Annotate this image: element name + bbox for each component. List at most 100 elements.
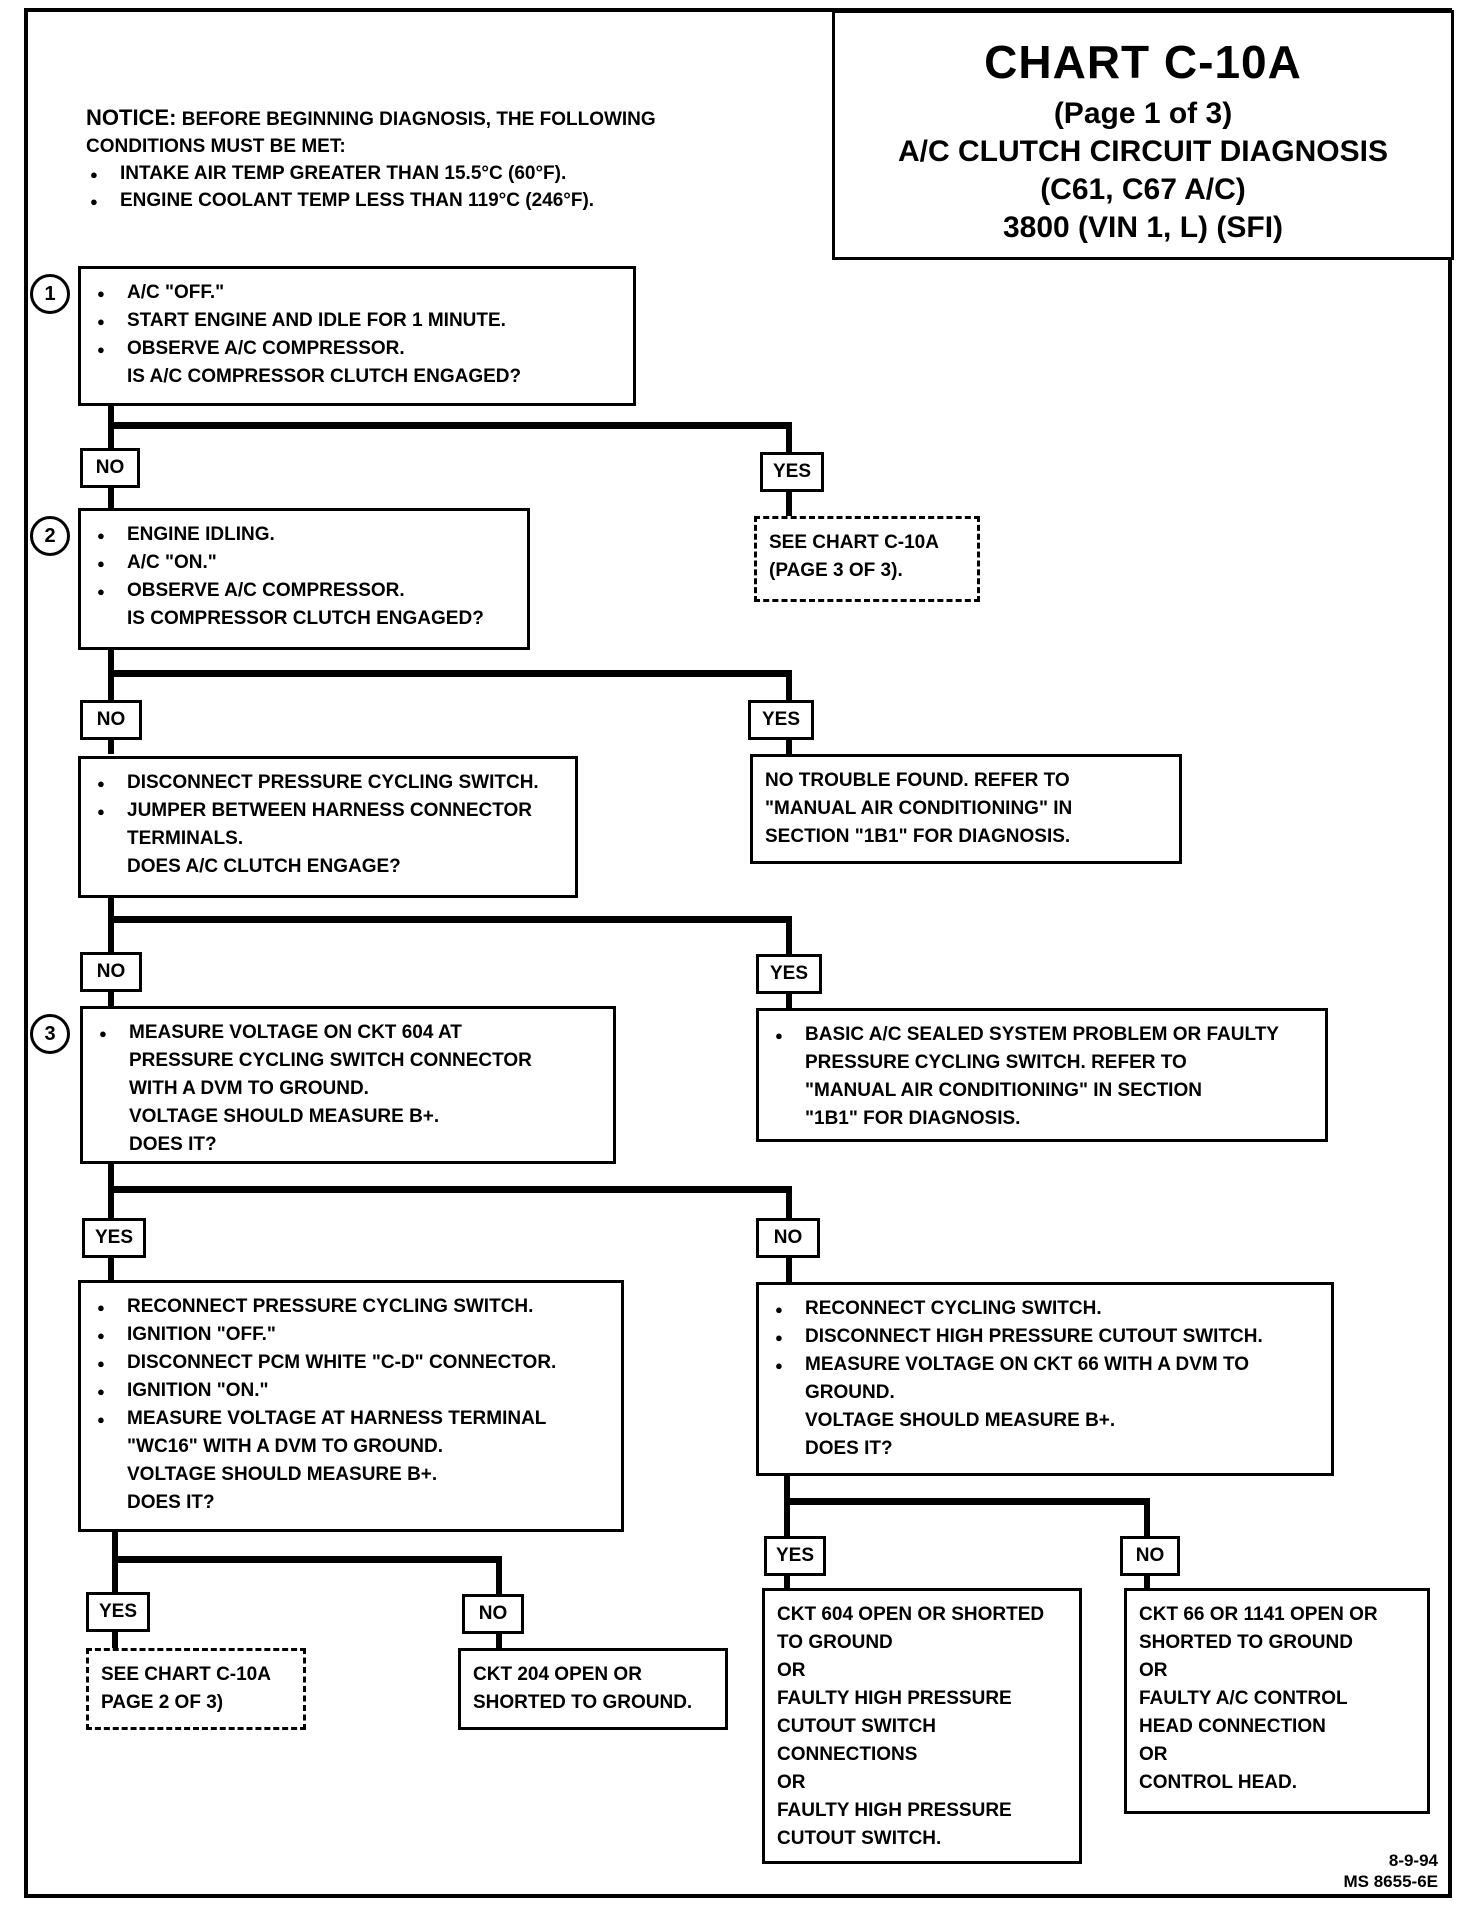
- page-frame: [24, 8, 1452, 1898]
- step-3-yes-bullet: MEASURE VOLTAGE AT HARNESS TERMINAL: [93, 1405, 611, 1434]
- step-3-yes-bullet: IGNITION "OFF.": [93, 1321, 611, 1350]
- end-line: OR: [1139, 1744, 1168, 1765]
- step-2-bullet: OBSERVE A/C COMPRESSOR.: [93, 577, 517, 606]
- step-3-line: PRESSURE CYCLING SWITCH CONNECTOR: [129, 1050, 532, 1071]
- step-2-bullet: A/C "ON.": [93, 549, 517, 578]
- step-3-yes-line: "WC16" WITH A DVM TO GROUND.: [127, 1436, 444, 1457]
- label-no: NO: [1120, 1536, 1180, 1576]
- notice-line2: CONDITIONS MUST BE MET:: [86, 136, 346, 157]
- end-no-no-box: CKT 66 OR 1141 OPEN OR SHORTED TO GROUND…: [1124, 1588, 1430, 1814]
- step-number-1: 1: [30, 274, 70, 314]
- step-3-box: MEASURE VOLTAGE ON CKT 604 AT PRESSURE C…: [80, 1006, 616, 1164]
- label-no: NO: [80, 952, 142, 992]
- end-line: CKT 604 OPEN OR SHORTED: [777, 1604, 1045, 1625]
- step-2-yes-line: "MANUAL AIR CONDITIONING" IN: [765, 798, 1073, 819]
- step-3-no-line: GROUND.: [805, 1382, 895, 1403]
- end-line: SEE CHART C-10A: [101, 1664, 271, 1685]
- step-1-question: IS A/C COMPRESSOR CLUTCH ENGAGED?: [127, 366, 522, 387]
- step-1-yes-line: SEE CHART C-10A: [769, 532, 939, 553]
- step-2-yes-line: NO TROUBLE FOUND. REFER TO: [765, 770, 1070, 791]
- step-2b-yes-bullet: BASIC A/C SEALED SYSTEM PROBLEM OR FAULT…: [771, 1021, 1315, 1050]
- step-3-no-line: VOLTAGE SHOULD MEASURE B+.: [805, 1410, 1116, 1431]
- step-2-no-box: DISCONNECT PRESSURE CYCLING SWITCH. JUMP…: [78, 756, 578, 898]
- models: (C61, C67 A/C): [1040, 173, 1246, 206]
- step-3-no-bullet: DISCONNECT HIGH PRESSURE CUTOUT SWITCH.: [771, 1323, 1321, 1352]
- step-1-bullet: OBSERVE A/C COMPRESSOR.: [93, 335, 623, 364]
- notice-lead: NOTICE:: [86, 105, 177, 130]
- connector: [112, 1556, 502, 1563]
- step-3-yes-bullet: RECONNECT PRESSURE CYCLING SWITCH.: [93, 1293, 611, 1322]
- step-2-question: IS COMPRESSOR CLUTCH ENGAGED?: [127, 608, 484, 629]
- step-3-line: VOLTAGE SHOULD MEASURE B+.: [129, 1106, 440, 1127]
- step-1-box: A/C "OFF." START ENGINE AND IDLE FOR 1 M…: [78, 266, 636, 406]
- connector: [108, 670, 792, 677]
- step-2-no-cont: TERMINALS.: [127, 828, 244, 849]
- end-line: SHORTED TO GROUND.: [473, 1692, 693, 1713]
- step-2-bullet: ENGINE IDLING.: [93, 521, 517, 550]
- notice-line1: BEFORE BEGINNING DIAGNOSIS, THE FOLLOWIN…: [181, 109, 656, 130]
- step-3-yes-box: RECONNECT PRESSURE CYCLING SWITCH. IGNIT…: [78, 1280, 624, 1532]
- step-2-no-bullet: DISCONNECT PRESSURE CYCLING SWITCH.: [93, 769, 565, 798]
- title-block: CHART C-10A (Page 1 of 3) A/C CLUTCH CIR…: [832, 10, 1454, 260]
- end-line: FAULTY A/C CONTROL: [1139, 1688, 1348, 1709]
- label-yes: YES: [86, 1592, 150, 1632]
- step-3-yes-bullet: DISCONNECT PCM WHITE "C-D" CONNECTOR.: [93, 1349, 611, 1378]
- step-2b-yes-line: "MANUAL AIR CONDITIONING" IN SECTION: [805, 1080, 1202, 1101]
- step-3-yes-bullet: IGNITION "ON.": [93, 1377, 611, 1406]
- label-no: NO: [756, 1218, 820, 1258]
- connector: [108, 1186, 792, 1193]
- end-no-yes-box: CKT 604 OPEN OR SHORTED TO GROUND OR FAU…: [762, 1588, 1082, 1864]
- step-2-yes-line: SECTION "1B1" FOR DIAGNOSIS.: [765, 826, 1071, 847]
- connector: [112, 1528, 118, 1652]
- end-line: CONTROL HEAD.: [1139, 1772, 1297, 1793]
- connector: [784, 1498, 1150, 1505]
- end-line: OR: [1139, 1660, 1168, 1681]
- step-2b-yes-box: BASIC A/C SEALED SYSTEM PROBLEM OR FAULT…: [756, 1008, 1328, 1142]
- page-indicator: (Page 1 of 3): [1053, 97, 1233, 130]
- label-yes: YES: [748, 700, 814, 740]
- end-line: OR: [777, 1772, 806, 1793]
- end-line: OR: [777, 1660, 806, 1681]
- end-line: FAULTY HIGH PRESSURE: [777, 1800, 1012, 1821]
- end-line: SHORTED TO GROUND: [1139, 1632, 1353, 1653]
- step-3-no-box: RECONNECT CYCLING SWITCH. DISCONNECT HIG…: [756, 1282, 1334, 1476]
- step-number-2: 2: [30, 516, 70, 556]
- end-line: TO GROUND: [777, 1632, 893, 1653]
- connector: [786, 490, 792, 520]
- end-line: CUTOUT SWITCH.: [777, 1828, 942, 1849]
- step-1-bullet: A/C "OFF.": [93, 279, 623, 308]
- footer: 8-9-94 MS 8655-6E: [1344, 1850, 1439, 1892]
- step-3-question: DOES IT?: [129, 1134, 217, 1155]
- end-line: FAULTY HIGH PRESSURE: [777, 1688, 1012, 1709]
- footer-code: MS 8655-6E: [1343, 1872, 1439, 1891]
- step-2-box: ENGINE IDLING. A/C "ON." OBSERVE A/C COM…: [78, 508, 530, 650]
- end-line: CUTOUT SWITCH: [777, 1716, 937, 1737]
- step-2b-yes-line: PRESSURE CYCLING SWITCH. REFER TO: [805, 1052, 1187, 1073]
- step-3-yes-question: DOES IT?: [127, 1492, 215, 1513]
- engine-spec: 3800 (VIN 1, L) (SFI): [1002, 211, 1284, 244]
- label-yes: YES: [756, 954, 822, 994]
- label-no: NO: [80, 700, 142, 740]
- end-line: PAGE 2 OF 3): [101, 1692, 224, 1713]
- step-3-no-bullet: MEASURE VOLTAGE ON CKT 66 WITH A DVM TO: [771, 1351, 1321, 1380]
- end-yes-no-box: CKT 204 OPEN OR SHORTED TO GROUND.: [458, 1648, 728, 1730]
- step-2-no-question: DOES A/C CLUTCH ENGAGE?: [127, 856, 401, 877]
- step-1-yes-box: SEE CHART C-10A (PAGE 3 OF 3).: [754, 516, 980, 602]
- footer-date: 8-9-94: [1388, 1851, 1438, 1870]
- step-1-bullet: START ENGINE AND IDLE FOR 1 MINUTE.: [93, 307, 623, 336]
- label-yes: YES: [764, 1536, 826, 1576]
- step-3-no-question: DOES IT?: [805, 1438, 893, 1459]
- end-line: CONNECTIONS: [777, 1744, 918, 1765]
- step-3-line: WITH A DVM TO GROUND.: [129, 1078, 369, 1099]
- end-line: HEAD CONNECTION: [1139, 1716, 1326, 1737]
- label-no: NO: [80, 448, 140, 488]
- chart-title: CHART C-10A: [984, 36, 1302, 88]
- end-yes-yes-box: SEE CHART C-10A PAGE 2 OF 3): [86, 1648, 306, 1730]
- step-3-bullet: MEASURE VOLTAGE ON CKT 604 AT: [95, 1019, 603, 1048]
- step-number-3: 3: [30, 1014, 70, 1054]
- step-3-no-bullet: RECONNECT CYCLING SWITCH.: [771, 1295, 1321, 1324]
- step-3-yes-line: VOLTAGE SHOULD MEASURE B+.: [127, 1464, 438, 1485]
- label-yes: YES: [82, 1218, 146, 1258]
- step-2-yes-box: NO TROUBLE FOUND. REFER TO "MANUAL AIR C…: [750, 754, 1182, 864]
- step-2-no-bullet: JUMPER BETWEEN HARNESS CONNECTOR: [93, 797, 565, 826]
